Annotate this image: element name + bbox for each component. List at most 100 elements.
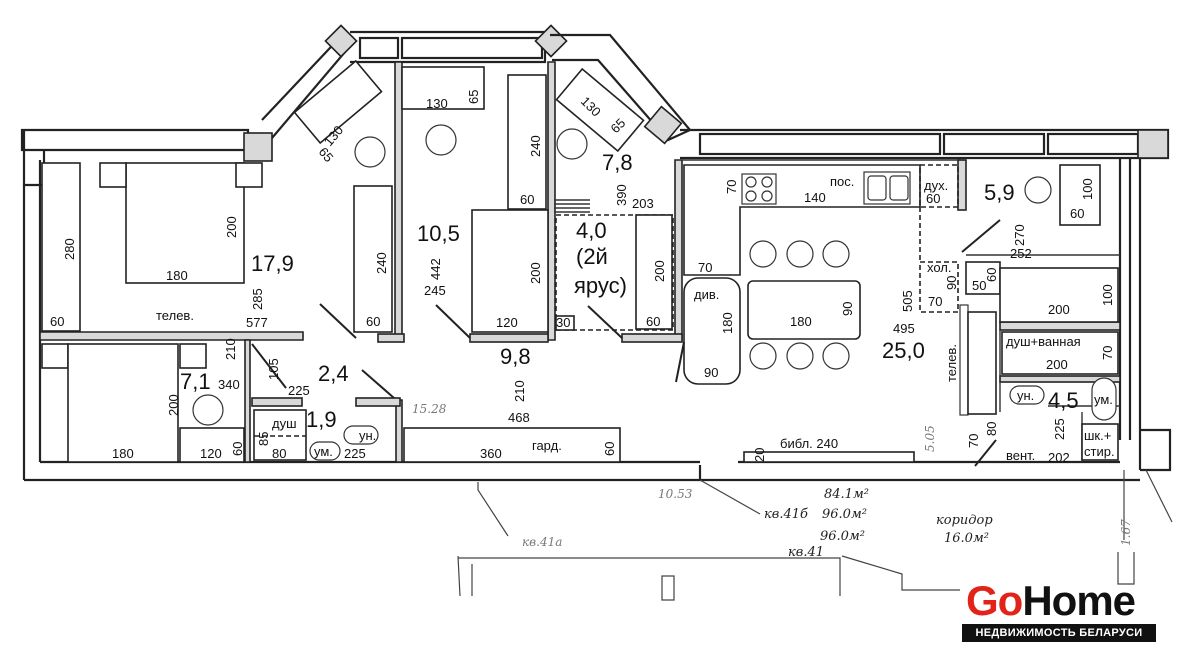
dim-180: 180 — [166, 268, 188, 283]
note-1528: 15.28 — [412, 402, 447, 416]
dim-100: 100 — [1100, 284, 1115, 306]
dim-203: 203 — [632, 196, 654, 211]
logo-go: Go — [966, 577, 1023, 624]
area-bedroom-small: 7,1 — [180, 369, 211, 394]
dim-202: 202 — [1048, 450, 1070, 465]
dim-200: 200 — [224, 216, 239, 238]
dim-50: 50 — [972, 278, 986, 293]
dim-270: 270 — [1012, 224, 1027, 246]
dim-180: 180 — [112, 446, 134, 461]
area-corridor-small: 2,4 — [318, 361, 349, 386]
dim-100: 100 — [1080, 178, 1095, 200]
area-bathroom: 4,5 — [1048, 388, 1079, 413]
dim-468: 468 — [508, 410, 530, 425]
area-shower-room: 1,9 — [306, 407, 337, 432]
dim-60: 60 — [646, 314, 660, 329]
note-apt-41b: кв.41б — [764, 507, 808, 522]
logo-wordmark: GoHome — [966, 577, 1136, 624]
furniture — [41, 59, 1119, 463]
dim-60: 60 — [520, 192, 534, 207]
area-living-kitchen: 25,0 — [882, 338, 925, 363]
label-toilet: ун. — [359, 428, 376, 443]
dim-70: 70 — [698, 260, 712, 275]
label-vent: вент. — [1006, 448, 1035, 463]
note-1053: 10.53 — [658, 487, 693, 501]
note-167: 1.67 — [1119, 519, 1133, 546]
area-bedroom-main: 17,9 — [251, 251, 294, 276]
label-sofa: див. — [694, 287, 719, 302]
note-corridor: коридор — [936, 513, 993, 528]
dim-85: 85 — [256, 432, 271, 446]
dim-240: 240 — [374, 252, 389, 274]
note-area-841: 84.1м² — [824, 487, 869, 502]
dim-200: 200 — [528, 262, 543, 284]
corridor-sketch — [457, 469, 1173, 601]
label-fridge: хол. — [927, 260, 952, 275]
gohome-logo: GoHome НЕДВИЖИМОСТЬ БЕЛАРУСИ — [962, 578, 1156, 644]
dim-225: 225 — [1052, 418, 1067, 440]
logo-tagline: НЕДВИЖИМОСТЬ БЕЛАРУСИ — [962, 624, 1156, 642]
label-bookshelf: библ. 240 — [780, 436, 838, 451]
dim-245: 245 — [424, 283, 446, 298]
dim-70: 70 — [724, 180, 739, 194]
bunk-note-2: ярус) — [574, 273, 627, 298]
dim-340: 340 — [218, 377, 240, 392]
area-bunk-room: 4,0 — [576, 218, 607, 243]
dim-200: 200 — [166, 394, 181, 416]
label-cabinet-2: стир. — [1084, 444, 1115, 459]
dim-210: 210 — [512, 380, 527, 402]
dim-80: 80 — [984, 422, 999, 436]
dim-505: 505 — [900, 290, 915, 312]
label-sink: ум. — [1094, 392, 1113, 407]
dim-90: 90 — [840, 302, 855, 316]
dim-70: 70 — [928, 294, 942, 309]
dim-252: 252 — [1010, 246, 1032, 261]
dim-65: 65 — [466, 90, 481, 104]
area-balcony-room: 7,8 — [602, 150, 633, 175]
dim-20: 20 — [752, 448, 767, 462]
label-dishwasher: пос. — [830, 174, 854, 189]
bunk-note-1: (2й — [576, 244, 608, 269]
dim-90: 90 — [704, 365, 718, 380]
dim-390: 390 — [614, 184, 629, 206]
dim-280: 280 — [62, 238, 77, 260]
dim-180: 180 — [720, 312, 735, 334]
dim-80: 80 — [272, 446, 286, 461]
dim-225: 225 — [288, 383, 310, 398]
logo-home: Home — [1022, 577, 1136, 624]
dim-90: 90 — [944, 276, 959, 290]
dim-360: 360 — [480, 446, 502, 461]
label-tv: телев. — [156, 308, 194, 323]
note-area-160: 16.0м² — [944, 531, 989, 546]
dim-577: 577 — [246, 315, 268, 330]
dim-200: 200 — [1046, 357, 1068, 372]
label-shower-bath: душ+ванная — [1006, 334, 1081, 349]
note-area-960b: 96.0м² — [820, 529, 865, 544]
label-toilet: ун. — [1017, 388, 1034, 403]
label-sink: ум. — [314, 444, 333, 459]
dim-60: 60 — [230, 442, 245, 456]
area-kids-room: 10,5 — [417, 221, 460, 246]
dim-60: 60 — [366, 314, 380, 329]
dim-60: 60 — [602, 442, 617, 456]
area-bay-room: 5,9 — [984, 180, 1015, 205]
label-cabinet-1: шк.+ — [1084, 428, 1111, 443]
label-oven: дух. — [924, 178, 948, 193]
room-areas: 17,9 10,5 4,0 (2й ярус) 7,8 9,8 7,1 2,4 … — [180, 150, 1079, 432]
dim-140: 140 — [804, 190, 826, 205]
dim-60: 60 — [926, 191, 940, 206]
dim-120: 120 — [200, 446, 222, 461]
dim-60: 60 — [50, 314, 64, 329]
area-wardrobe-hall: 9,8 — [500, 344, 531, 369]
dim-442: 442 — [428, 258, 443, 280]
label-tv: телев. — [944, 344, 959, 382]
label-shower: душ — [272, 416, 297, 431]
dim-30: 30 — [556, 315, 570, 330]
label-wardrobe: гард. — [532, 438, 562, 453]
dim-285: 285 — [250, 288, 265, 310]
dim-70: 70 — [966, 434, 981, 448]
dim-225: 225 — [344, 446, 366, 461]
doors — [251, 219, 1001, 467]
dim-210: 210 — [223, 338, 238, 360]
